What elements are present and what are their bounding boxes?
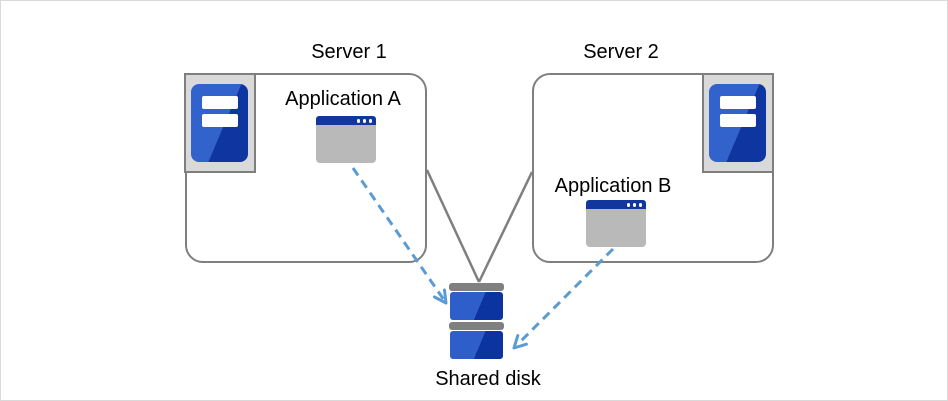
shared-disk-label: Shared disk [435, 368, 541, 390]
server1-label: Server 1 [311, 41, 387, 63]
app-titlebar-dots-icon [356, 119, 372, 123]
server2-label: Server 2 [583, 41, 659, 63]
disk-unit-icon [450, 331, 503, 359]
disk-cap-icon [449, 322, 504, 330]
shared-disk-icon [449, 283, 504, 361]
connector-server1-disk [425, 169, 481, 283]
server2-tower-icon [702, 73, 774, 173]
application-b-window-icon [586, 200, 646, 247]
server1-tower-icon [184, 73, 256, 173]
server-tower-body-icon [709, 84, 766, 162]
arrowhead-application-a-icon [433, 288, 448, 305]
server-drive-slot-icon [202, 114, 238, 127]
disk-cap-icon [449, 283, 504, 291]
app-titlebar-icon [586, 200, 646, 209]
disk-unit-icon [450, 292, 503, 320]
server-drive-slot-icon [720, 114, 756, 127]
application-a-window-icon [316, 116, 376, 163]
server-drive-slot-icon [720, 96, 756, 109]
server-tower-body-icon [191, 84, 248, 162]
app-titlebar-icon [316, 116, 376, 125]
arrow-application-b-to-disk [516, 247, 615, 346]
app-window-body-icon [586, 209, 646, 247]
app-titlebar-dots-icon [626, 203, 642, 207]
connector-server2-disk [477, 171, 534, 283]
application-b-label: Application B [554, 175, 672, 197]
arrowhead-application-b-icon [512, 334, 528, 350]
app-window-body-icon [316, 125, 376, 163]
server-drive-slot-icon [202, 96, 238, 109]
application-a-label: Application A [285, 88, 401, 110]
